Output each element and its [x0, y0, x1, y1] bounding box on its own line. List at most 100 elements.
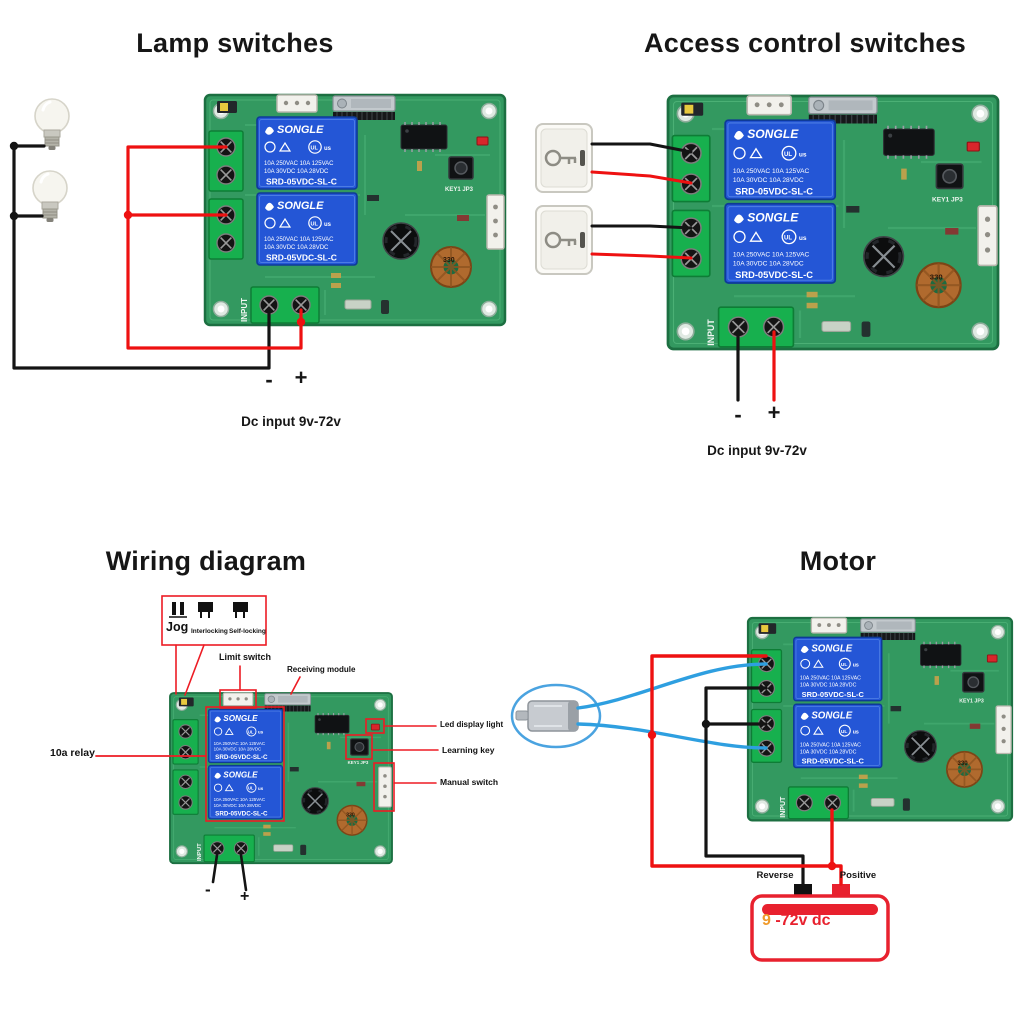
wire-junction-dot — [296, 317, 306, 327]
relay-10a-label: 10a relay — [50, 747, 95, 759]
limit-switch-connector — [222, 692, 254, 707]
access-wire-red-sw2 — [590, 252, 693, 260]
pcb-motor: SONGLE UL us 10A 250VAC 10A 125VAC 10A 3… — [746, 616, 1014, 822]
terminal-screw — [233, 841, 249, 856]
manual-switch-box — [373, 762, 395, 812]
triangle-cert-icon — [813, 659, 824, 668]
terminal-screw — [727, 316, 750, 338]
svg-text:SRD-05VDC-SL-C: SRD-05VDC-SL-C — [215, 754, 268, 761]
toroid-inductor: 330 — [430, 246, 472, 288]
limit-switch-connector — [746, 95, 793, 116]
svg-text:us: us — [324, 222, 332, 228]
learning-key-button — [350, 738, 369, 756]
terminal-screw — [795, 794, 813, 812]
limit-switch-connector — [810, 617, 848, 634]
capacitor — [862, 235, 905, 278]
svg-text:SONGLE: SONGLE — [277, 124, 324, 136]
ul-icon — [781, 145, 797, 161]
mounting-hole — [480, 300, 498, 318]
motor-panel-title: Motor — [799, 546, 877, 576]
receiver-module — [860, 618, 916, 640]
pcb-lamp-switches: SONGLE UL us 10A 250VAC 10A 125VAC 10A 3… — [203, 93, 507, 327]
jog-icon — [169, 602, 187, 618]
svg-text:INPUT: INPUT — [706, 319, 716, 346]
mounting-hole — [754, 799, 770, 814]
cert-icons: UL us — [264, 140, 332, 154]
mounting-hole — [374, 845, 387, 858]
svg-text:UL: UL — [841, 729, 847, 735]
relay: SONGLE UL us 10A 250VAC 10A 125VAC 10A 3… — [793, 703, 883, 769]
svg-text:10A 30VDC 10A 28VDC: 10A 30VDC 10A 28VDC — [733, 177, 804, 184]
smd-components — [858, 676, 981, 811]
wiring-wire-plus — [239, 853, 248, 892]
svg-text:330: 330 — [346, 813, 355, 819]
toroid-inductor: 330 — [336, 804, 368, 836]
cert-icons: UL us — [264, 216, 332, 230]
access-panel-title: Access control switches — [643, 28, 967, 58]
capacitor — [382, 222, 420, 260]
svg-text:UL: UL — [248, 786, 254, 791]
access-dc-label: Dc input 9v-72v — [707, 443, 807, 458]
svg-text:KEY1 JP3: KEY1 JP3 — [932, 197, 963, 204]
svg-text:us: us — [853, 729, 859, 735]
battery-positive-label: Positive — [839, 870, 877, 881]
key-icon — [544, 231, 577, 249]
songle-logo-icon — [800, 712, 809, 720]
mode-jumper — [217, 101, 237, 113]
svg-text:KEY1 JP3: KEY1 JP3 — [959, 698, 984, 704]
svg-text:KEY1 JP3: KEY1 JP3 — [445, 187, 474, 193]
motor — [510, 683, 602, 749]
lamp-dc-label: Dc input 9v-72v — [241, 414, 341, 429]
manual-switch-connector — [995, 705, 1012, 755]
triangle-cert-icon — [749, 147, 763, 159]
svg-text:10A 30VDC 10A 28VDC: 10A 30VDC 10A 28VDC — [733, 260, 804, 267]
light-bulb — [34, 98, 70, 150]
svg-text:10A 250VAC 10A 125VAC: 10A 250VAC 10A 125VAC — [733, 168, 810, 175]
toroid-inductor: 330 — [945, 750, 983, 788]
wire-junction-dot — [647, 730, 657, 740]
songle-logo-icon — [214, 772, 222, 779]
input-terminal-block — [250, 286, 320, 324]
capacitor — [903, 729, 937, 763]
battery — [750, 884, 890, 962]
triangle-cert-icon — [278, 141, 292, 152]
svg-text:SRD-05VDC-SL-C: SRD-05VDC-SL-C — [735, 270, 813, 280]
smd-components — [263, 741, 366, 856]
svg-text:SRD-05VDC-SL-C: SRD-05VDC-SL-C — [266, 253, 337, 263]
manual-switch-connector — [378, 766, 392, 808]
svg-text:KEY1 JP3: KEY1 JP3 — [348, 760, 369, 765]
svg-text:10A 250VAC 10A 125VAC: 10A 250VAC 10A 125VAC — [733, 252, 810, 259]
mounting-hole — [480, 102, 498, 120]
relay: SONGLE UL us 10A 250VAC 10A 125VAC 10A 3… — [724, 202, 837, 284]
svg-text:INPUT: INPUT — [780, 796, 787, 818]
ic-chip — [314, 712, 350, 736]
ic-chip — [920, 641, 962, 669]
svg-text:SONGLE: SONGLE — [223, 714, 258, 723]
mode-jumper — [758, 623, 777, 634]
svg-text:SRD-05VDC-SL-C: SRD-05VDC-SL-C — [735, 186, 813, 196]
cert-icons: UL us — [800, 657, 859, 670]
learning-key-button — [935, 163, 964, 190]
svg-text:us: us — [853, 662, 859, 668]
access-dc-plus: + — [767, 400, 781, 425]
learning-key-button — [962, 671, 985, 693]
svg-text:SRD-05VDC-SL-C: SRD-05VDC-SL-C — [802, 757, 865, 766]
relay: SONGLE UL us 10A 250VAC 10A 125VAC 10A 3… — [207, 764, 284, 820]
lamp-dc-minus: - — [265, 367, 273, 392]
svg-text:10A 250VAC 10A 125VAC: 10A 250VAC 10A 125VAC — [214, 741, 266, 746]
svg-text:UL: UL — [311, 222, 319, 228]
mounting-hole — [175, 845, 188, 858]
key-switch — [535, 205, 593, 275]
songle-logo-icon — [265, 202, 274, 211]
led-indicator — [966, 141, 980, 152]
battery-terminal-negative — [794, 884, 812, 897]
relay: SONGLE UL us 10A 250VAC 10A 125VAC 10A 3… — [793, 636, 883, 702]
songle-logo-icon — [734, 214, 744, 224]
relay: SONGLE UL us 10A 250VAC 10A 125VAC 10A 3… — [207, 708, 284, 764]
svg-text:10A 30VDC 10A 28VDC: 10A 30VDC 10A 28VDC — [214, 803, 262, 808]
svg-text:us: us — [258, 730, 264, 735]
svg-text:10A 30VDC 10A 28VDC: 10A 30VDC 10A 28VDC — [264, 169, 329, 175]
ul-icon — [838, 724, 851, 737]
